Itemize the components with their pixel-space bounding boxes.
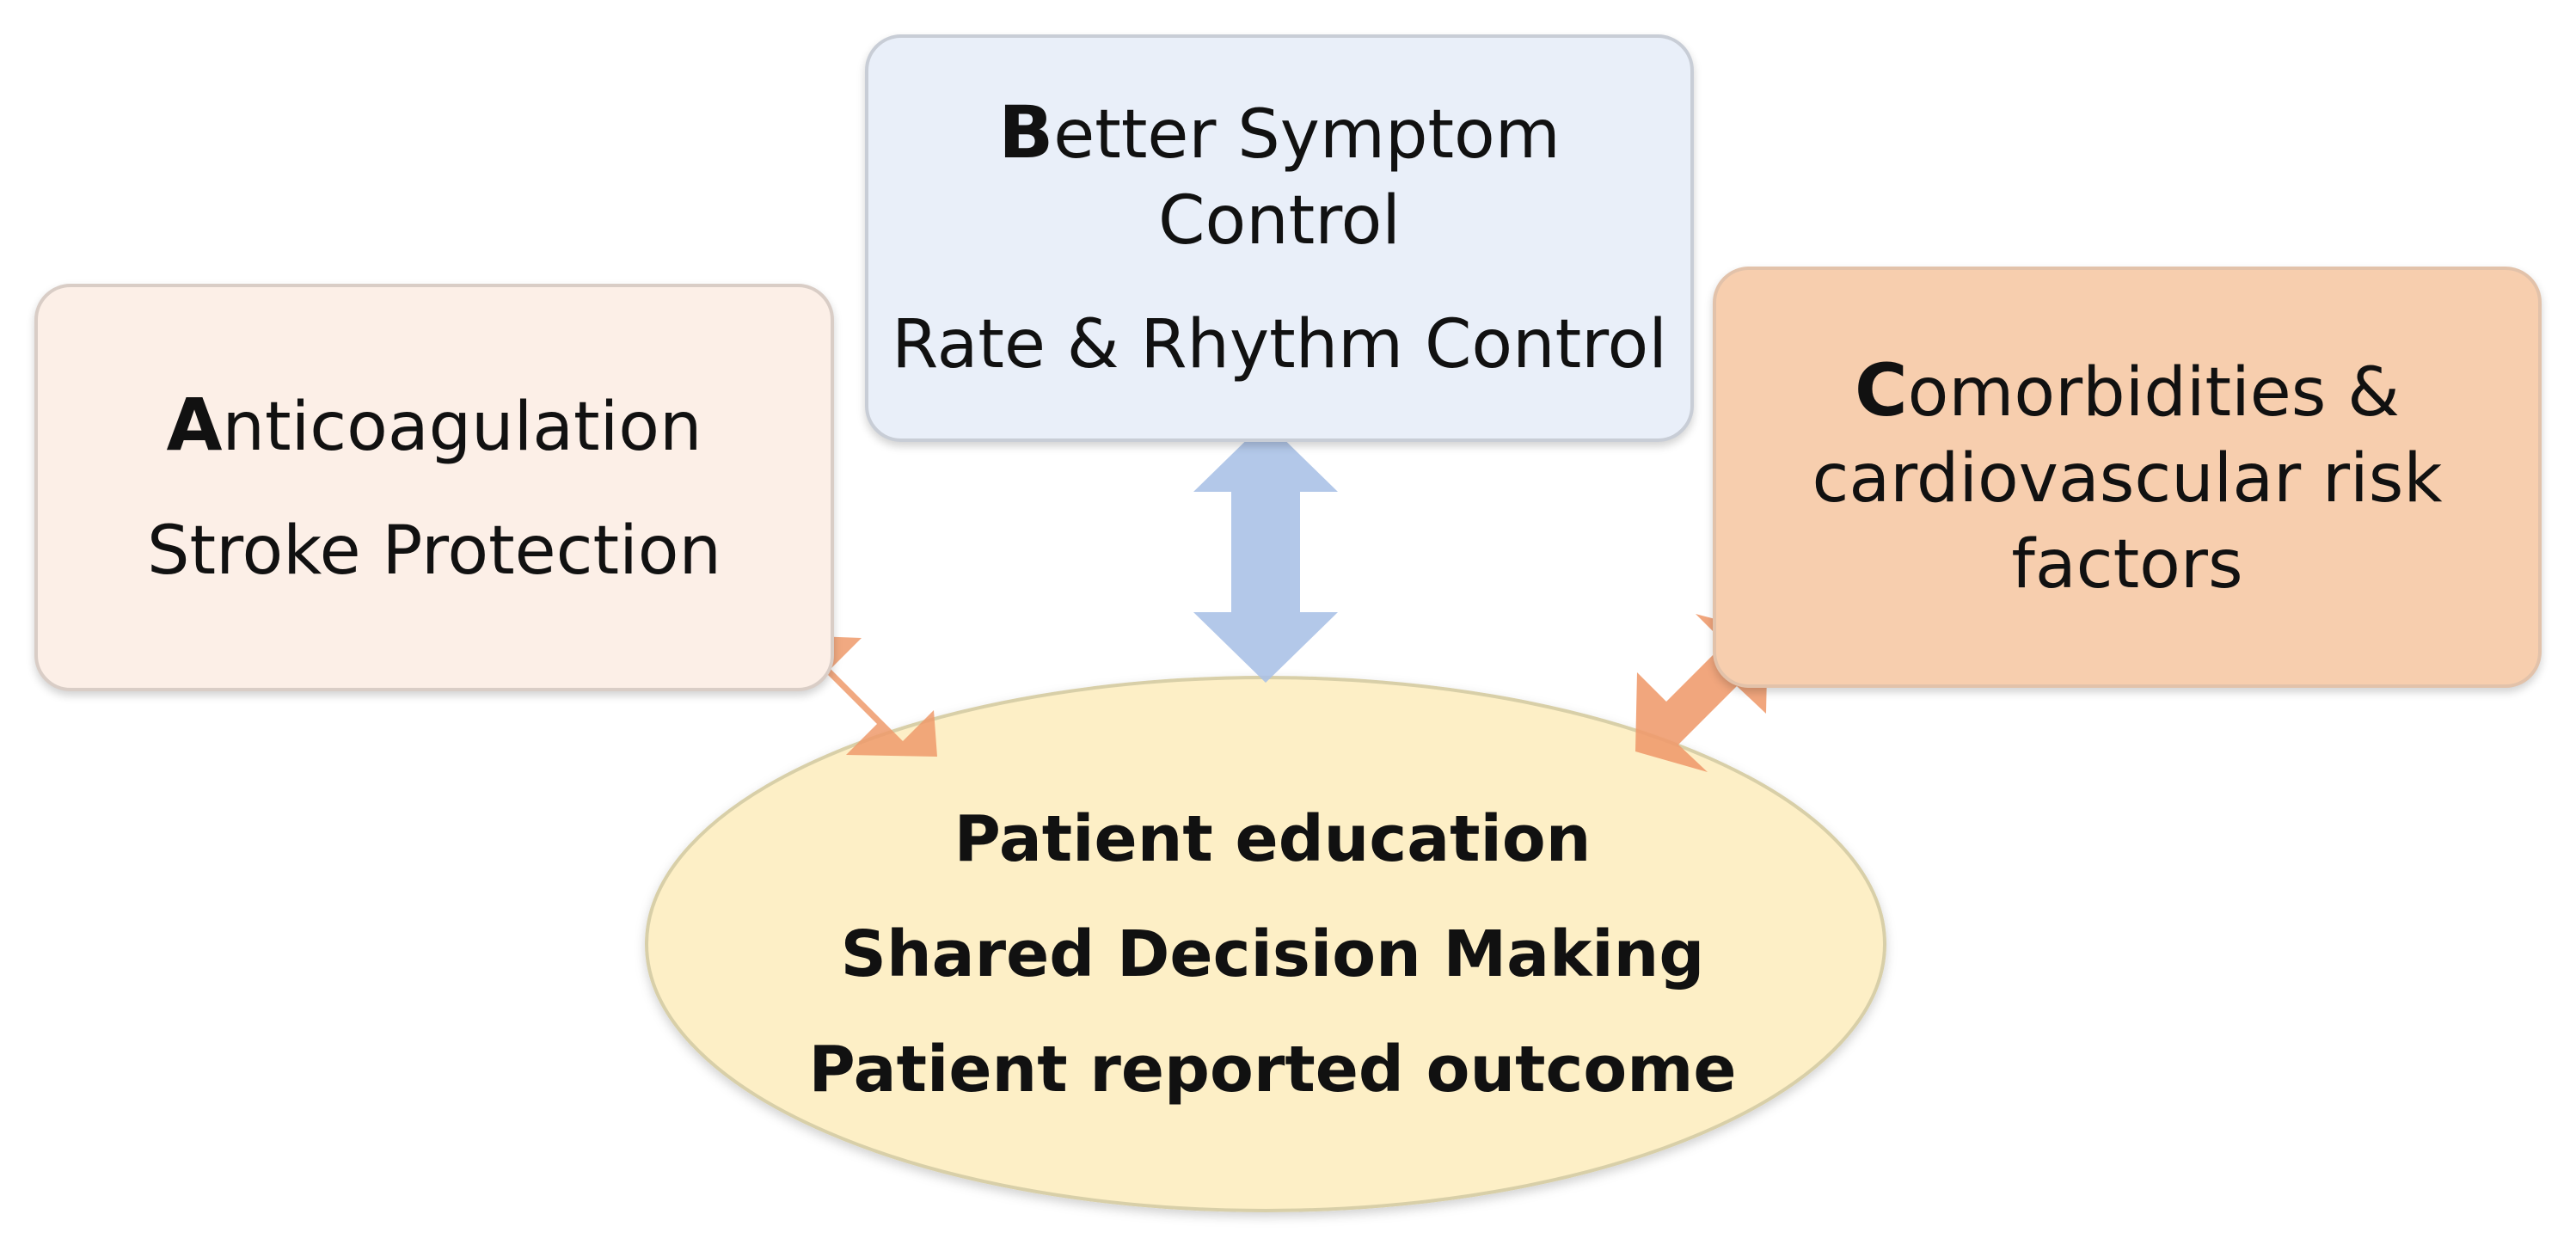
- center-line-patient-outcome: Patient reported outcome: [808, 1033, 1737, 1107]
- symptom-control-box: Better Symptom Control Rate & Rhythm Con…: [865, 34, 1694, 442]
- center-text: Patient education Shared Decision Making…: [653, 739, 1892, 1169]
- comorbidities-title-rest: omorbidities &: [1907, 353, 2400, 432]
- double-arrow-left-group: [770, 635, 937, 757]
- comorbidities-cap-letter: C: [1854, 347, 1908, 432]
- symptom-control-title: Better Symptom: [998, 89, 1561, 178]
- comorbidities-title-line2: cardiovascular risk: [1812, 439, 2443, 518]
- anticoagulation-box: Anticoagulation Stroke Protection: [34, 284, 834, 691]
- symptom-control-title-rest: etter Symptom: [1053, 95, 1561, 174]
- symptom-control-cap-letter: B: [998, 89, 1054, 175]
- center-line-patient-education: Patient education: [954, 802, 1592, 876]
- comorbidities-title: Comorbidities &: [1855, 347, 2400, 436]
- center-line-shared-decision: Shared Decision Making: [840, 917, 1705, 991]
- anticoagulation-title: Anticoagulation: [167, 382, 702, 470]
- double-arrow-vertical: [1193, 421, 1338, 683]
- anticoagulation-cap-letter: A: [166, 382, 223, 467]
- comorbidities-box: Comorbidities & cardiovascular risk fact…: [1713, 267, 2542, 688]
- symptom-control-title-line2: Control: [1158, 181, 1401, 260]
- symptom-control-subtitle: Rate & Rhythm Control: [892, 305, 1667, 383]
- comorbidities-title-line3: factors: [2011, 525, 2243, 604]
- anticoagulation-subtitle: Stroke Protection: [147, 512, 721, 590]
- anticoagulation-title-rest: nticoagulation: [222, 388, 702, 466]
